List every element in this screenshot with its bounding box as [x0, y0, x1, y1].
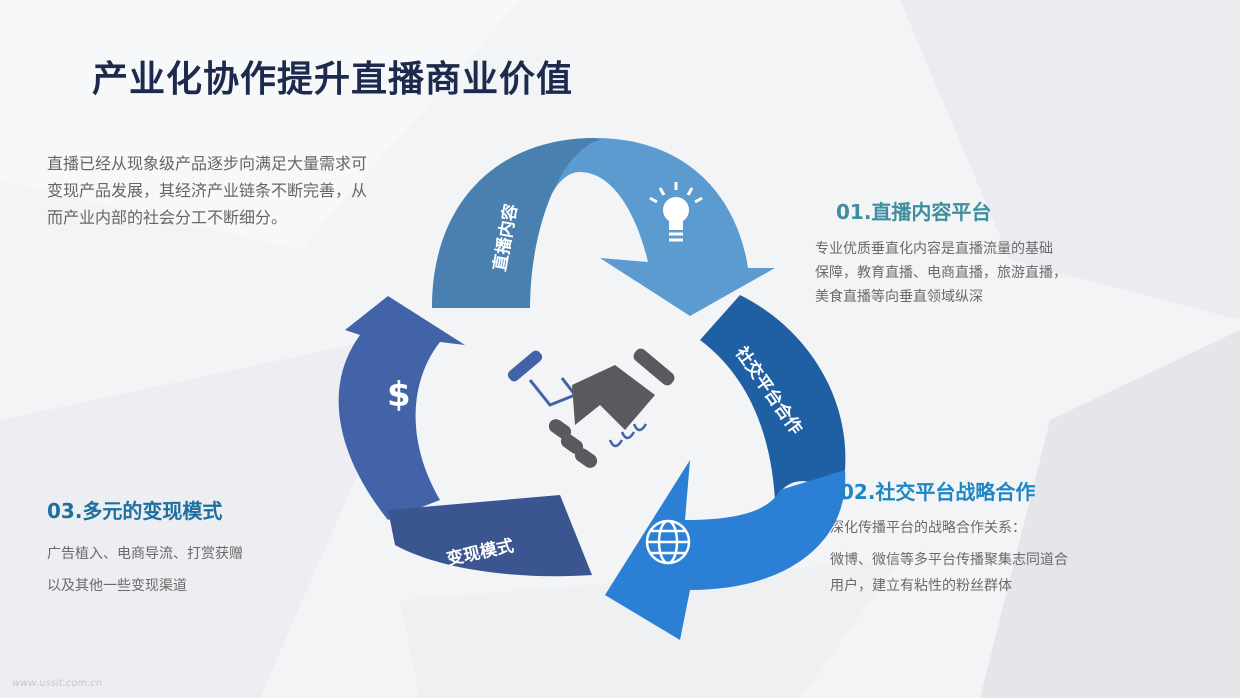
segment-live-content: 直播内容	[432, 138, 775, 316]
handshake-icon	[507, 348, 675, 468]
watermark: www.ussit.com.cn	[12, 678, 103, 689]
intro-line: 变现产品发展，其经济产业链条不断完善，从	[47, 181, 368, 200]
block-line: 微博、微信等多平台传播聚集志同道合	[830, 552, 1068, 568]
block-line: 美食直播等向垂直领域纵深	[815, 289, 983, 305]
block-line: 用户，建立有粘性的粉丝群体	[830, 578, 1012, 594]
globe-icon	[645, 519, 691, 565]
block-heading: 01.直播内容平台	[836, 200, 992, 224]
block-line: 专业优质垂直化内容是直播流量的基础	[815, 241, 1053, 257]
block-heading: 03.多元的变现模式	[47, 499, 223, 523]
block-line: 以及其他一些变现渠道	[47, 578, 187, 594]
block-line: 保障，教育直播、电商直播，旅游直播，	[815, 265, 1067, 281]
segment-monetization: 变现模式 $	[338, 296, 592, 577]
lightbulb-icon	[649, 182, 703, 242]
block-line: 深化传播平台的战略合作关系：	[830, 520, 1026, 536]
intro-line: 而产业内部的社会分工不断细分。	[47, 208, 288, 227]
info-block-live-content: 01.直播内容平台 专业优质垂直化内容是直播流量的基础 保障，教育直播、电商直播…	[815, 196, 1067, 309]
info-block-social: 02.社交平台战略合作 深化传播平台的战略合作关系： 微博、微信等多平台传播聚集…	[830, 476, 1068, 599]
intro-paragraph: 直播已经从现象级产品逐步向满足大量需求可 变现产品发展，其经济产业链条不断完善，…	[47, 150, 427, 231]
segment-social-cooperation: 社交平台合作	[605, 295, 846, 640]
block-heading: 02.社交平台战略合作	[840, 480, 1036, 504]
info-block-monetization: 03.多元的变现模式 广告植入、电商导流、打赏获赠 以及其他一些变现渠道	[47, 495, 243, 602]
block-line: 广告植入、电商导流、打赏获赠	[47, 546, 243, 562]
intro-line: 直播已经从现象级产品逐步向满足大量需求可	[47, 154, 368, 173]
page-title: 产业化协作提升直播商业价值	[92, 59, 574, 100]
dollar-icon: $	[387, 375, 411, 415]
